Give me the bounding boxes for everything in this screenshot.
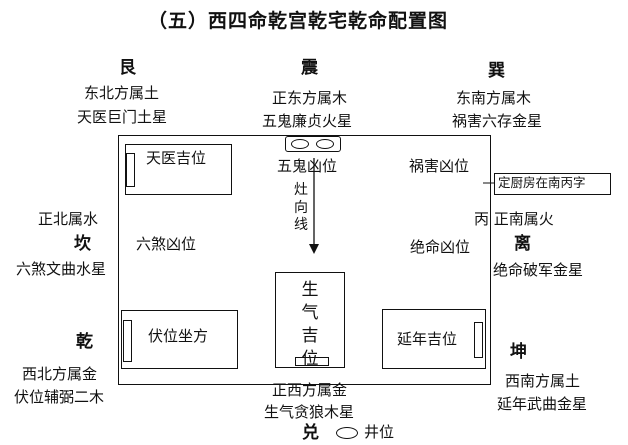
li-direction: 丙 正南属火: [474, 210, 554, 228]
dui-direction: 正西方属金: [272, 381, 348, 399]
room-label-liusha: 六煞凶位: [136, 235, 197, 253]
gen-star: 天医巨门土星: [77, 108, 168, 126]
stove-line-label: 灶 向 线: [291, 182, 311, 235]
zhen-direction: 正东方属木: [272, 89, 348, 107]
room-label-tianyi: 天医吉位: [146, 149, 207, 167]
qian-direction: 西北方属金: [22, 365, 98, 383]
tianyi-door: [126, 153, 135, 187]
kan-star: 六煞文曲水星: [16, 260, 107, 278]
li-star: 绝命破军金星: [493, 261, 584, 279]
gua-zhen: 震: [301, 58, 318, 78]
xun-direction: 东南方属木: [456, 89, 532, 107]
stove-line-char: 向: [294, 199, 308, 216]
gen-direction: 东北方属土: [84, 84, 160, 102]
stove-arrow-head: [309, 244, 319, 254]
room-label-jueming: 绝命凶位: [410, 238, 471, 256]
house-outline: [118, 135, 491, 385]
room-label-fuwei: 伏位坐方: [148, 327, 209, 345]
well-label: 井位: [364, 423, 395, 441]
room-box-shengqi: [275, 272, 345, 368]
room-label-wugui: 五鬼凶位: [277, 157, 338, 175]
qian-star: 伏位辅弼二木: [14, 388, 105, 406]
kun-star: 延年武曲金星: [497, 395, 588, 413]
room-box-tianyi: [125, 144, 232, 195]
well-icon: [336, 427, 358, 439]
diagram-title: （五）西四命乾宫乾宅乾命配置图: [148, 10, 449, 32]
stove-line-char: 灶: [294, 182, 308, 198]
fuwei-door: [123, 320, 132, 362]
kan-direction: 正北属水: [38, 210, 99, 228]
gua-kan: 坎: [74, 234, 91, 254]
gua-gen: 艮: [119, 58, 136, 78]
burner-right-icon: [316, 139, 334, 149]
kitchen-note-box: [494, 173, 611, 195]
yannian-door: [474, 322, 483, 358]
stove-line-char: 线: [294, 217, 308, 233]
gua-kun: 坤: [510, 342, 527, 362]
room-box-fuwei: [121, 310, 238, 369]
kun-direction: 西南方属土: [505, 372, 581, 390]
gua-qian: 乾: [76, 332, 93, 352]
shengqi-char: 位: [301, 348, 319, 369]
gua-xun: 巽: [488, 61, 505, 81]
shengqi-char: 吉: [301, 325, 319, 346]
gua-dui: 兑: [302, 423, 319, 443]
room-label-huohai: 祸害凶位: [409, 157, 470, 175]
shengqi-label: 生 气 吉 位: [298, 279, 322, 371]
burner-left-icon: [291, 139, 309, 149]
room-label-yannian: 延年吉位: [397, 330, 458, 348]
room-box-yannian: [382, 309, 486, 369]
gua-li: 离: [514, 234, 531, 254]
dui-star: 生气贪狼木星: [264, 403, 355, 421]
shengqi-stove: [295, 357, 329, 366]
kitchen-note: 定厨房在南丙字: [498, 175, 586, 190]
shengqi-char: 气: [301, 302, 319, 323]
zhen-star: 五鬼廉贞火星: [262, 112, 353, 130]
shengqi-char: 生: [301, 280, 319, 300]
xun-star: 祸害六存金星: [452, 112, 543, 130]
